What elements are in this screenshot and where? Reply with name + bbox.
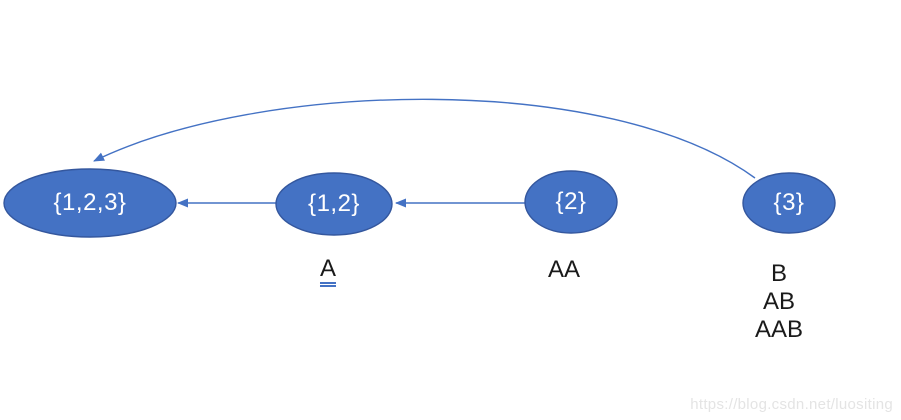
caption-a: A <box>319 255 337 287</box>
edge-set3-to-set123-curve <box>93 98 756 179</box>
caption-aa: AA <box>547 256 581 283</box>
node-set123-label: {1,2,3} <box>53 189 127 216</box>
caption-ab-line: AB <box>762 288 795 315</box>
caption-b-stack: B AB AAB <box>755 260 803 344</box>
node-set2-label: {2} <box>555 188 587 215</box>
node-set2-ellipse <box>524 170 618 234</box>
node-set3-ellipse <box>742 172 836 234</box>
caption-a-text: A <box>319 257 337 287</box>
node-set123-ellipse <box>3 168 177 238</box>
caption-aab-line: AAB <box>754 316 804 343</box>
node-set12-label: {1,2} <box>308 190 360 217</box>
node-set12-ellipse <box>275 172 393 236</box>
caption-b-line: B <box>770 260 787 287</box>
node-set3-label: {3} <box>773 189 805 216</box>
watermark: https://blog.csdn.net/luositing <box>690 396 893 413</box>
